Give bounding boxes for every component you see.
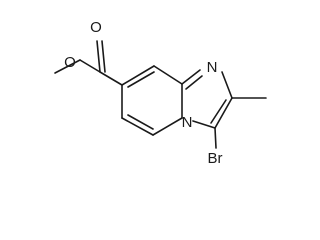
chemical-structure-diagram: O O N N Br xyxy=(54,19,267,167)
bond-c5-c6 xyxy=(121,117,154,136)
bond-c5-c6-inner xyxy=(127,114,154,130)
bond-c7-c8 xyxy=(121,65,155,86)
bond-n1-c2 xyxy=(221,71,233,99)
bond-carbonyl-double-1 xyxy=(96,40,101,73)
bond-c3-br xyxy=(214,127,217,149)
atom-ring-nitrogen-4: N xyxy=(182,114,193,131)
bond-o-carbonyl-c xyxy=(79,59,101,73)
bond-carbonyl-c-ring xyxy=(99,71,123,86)
atom-bromine: Br xyxy=(208,150,223,167)
atom-ether-oxygen: O xyxy=(64,54,76,71)
bond-n4-c5 xyxy=(152,117,183,136)
bond-carbonyl-double-2 xyxy=(101,40,106,73)
atom-ring-nitrogen-1: N xyxy=(207,59,218,76)
bond-c8-c8a xyxy=(153,65,183,85)
bond-c8a-n1-inner xyxy=(185,75,203,90)
atom-carbonyl-oxygen: O xyxy=(90,19,102,36)
bond-c7-c8-inner xyxy=(127,71,155,88)
bond-c2-c3 xyxy=(214,97,233,129)
bond-ome-o xyxy=(54,59,81,74)
bond-c2-c3-inner xyxy=(210,99,227,124)
bond-c8a-n1 xyxy=(181,69,201,85)
bond-c3-n4 xyxy=(192,120,216,129)
